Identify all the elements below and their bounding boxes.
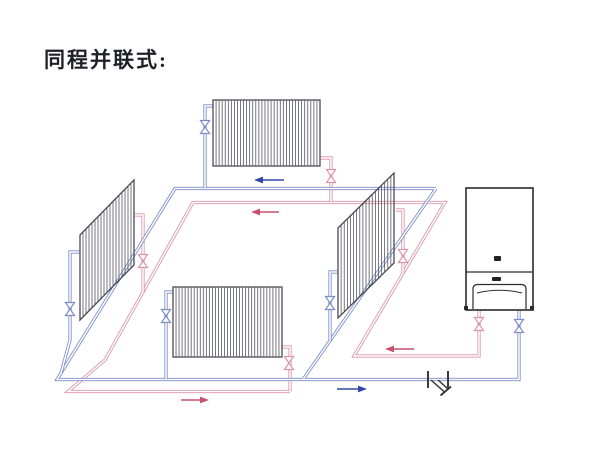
supply-pipe-network — [63, 156, 481, 394]
strainer-cap — [439, 385, 452, 397]
radiator-outline — [172, 286, 283, 358]
valve-icon — [160, 308, 172, 324]
pipe-core — [282, 346, 291, 392]
strainer-leg — [437, 379, 449, 390]
valve-icon — [325, 168, 337, 184]
wall-boiler — [464, 187, 534, 311]
boiler-foot — [464, 306, 468, 310]
radiator-front — [172, 286, 283, 358]
radiator-back — [212, 99, 321, 167]
boiler-display-icon — [494, 256, 501, 261]
flow-arrow-head — [254, 176, 263, 184]
pipe-core — [60, 251, 80, 374]
boiler-foot — [530, 306, 534, 310]
boiler-lower-panel — [472, 283, 527, 309]
boiler-body — [465, 187, 534, 311]
page-title: 同程并联式: — [44, 48, 168, 72]
valves — [64, 119, 525, 371]
valve-icon — [473, 316, 485, 332]
valve-icon — [513, 318, 525, 334]
valve-icon — [137, 253, 149, 269]
return-pipe-network — [54, 104, 521, 382]
flow-arrow-head — [200, 396, 209, 404]
pipe-segment — [54, 186, 521, 382]
valve-icon — [199, 119, 211, 135]
radiator-outline — [212, 99, 321, 167]
boiler-panel-curve — [476, 289, 523, 294]
pipe-core — [329, 271, 338, 341]
y-strainer-icon — [427, 371, 452, 397]
pipe-core — [165, 291, 173, 380]
valve-icon — [283, 355, 295, 371]
valve-icon — [324, 295, 336, 311]
radiator-outline — [337, 171, 395, 320]
radiator-left — [79, 178, 135, 322]
valve-icon — [64, 301, 76, 317]
pipe-segment — [63, 200, 481, 394]
pipe-segment — [164, 290, 173, 380]
radiator-right — [337, 171, 395, 320]
radiator-outline — [79, 178, 135, 322]
flow-arrows — [181, 176, 414, 404]
valve-icon — [397, 248, 409, 264]
flow-arrow-head — [251, 208, 260, 216]
boiler-button-icon — [492, 277, 501, 281]
pipe-core — [204, 105, 213, 189]
flow-arrow-head — [385, 345, 394, 353]
strainer-leg — [430, 379, 446, 394]
pipe-core — [55, 187, 520, 381]
flow-arrow-head — [358, 385, 367, 393]
pipe-core — [65, 201, 480, 393]
pipe-segment — [203, 104, 213, 189]
